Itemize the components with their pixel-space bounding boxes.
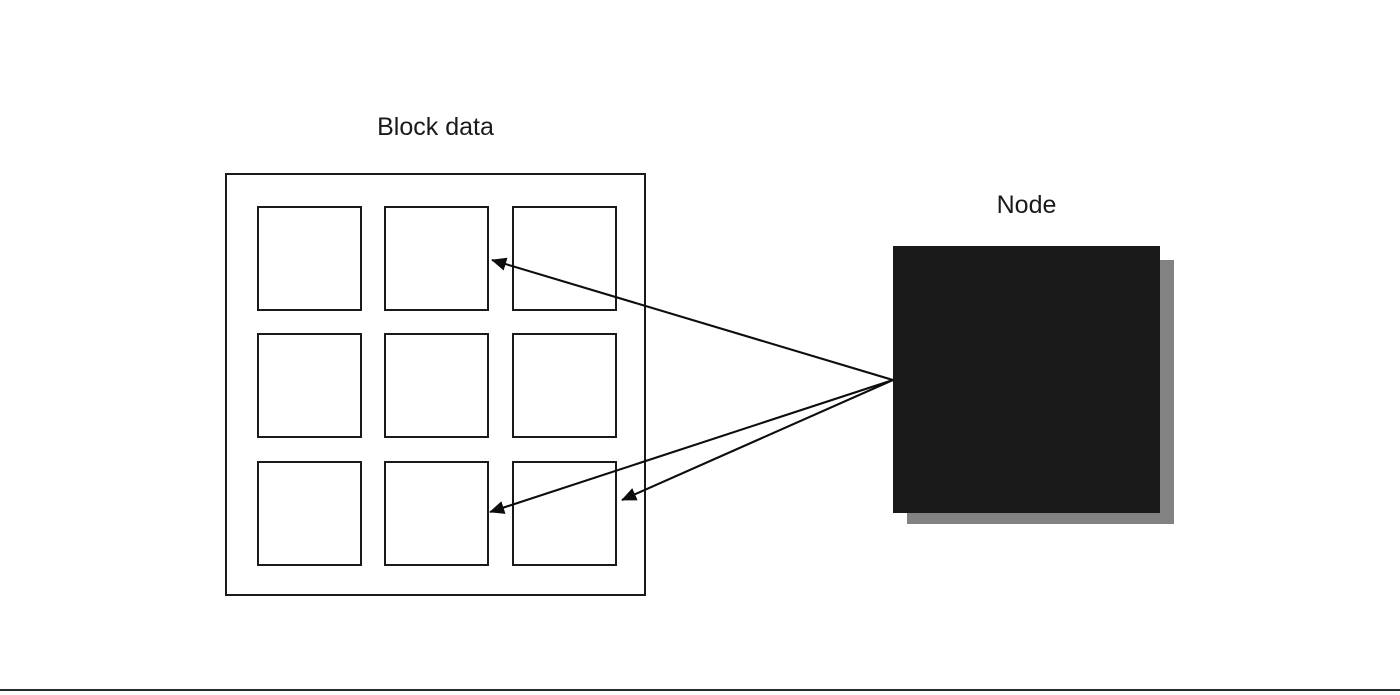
block-cell-9 xyxy=(512,461,617,566)
block-cell-7 xyxy=(257,461,362,566)
block-cell-4 xyxy=(257,333,362,438)
block-cell-2 xyxy=(384,206,489,311)
bottom-rule xyxy=(0,689,1400,691)
node-title: Node xyxy=(996,191,1057,219)
connector-node-to-cell-9 xyxy=(621,379,894,501)
block-data-title: Block data xyxy=(377,113,494,141)
block-cell-6 xyxy=(512,333,617,438)
block-cell-3 xyxy=(512,206,617,311)
block-cell-1 xyxy=(257,206,362,311)
block-cell-8 xyxy=(384,461,489,566)
node-block xyxy=(893,246,1160,513)
block-data-container xyxy=(225,173,646,596)
block-cell-5 xyxy=(384,333,489,438)
